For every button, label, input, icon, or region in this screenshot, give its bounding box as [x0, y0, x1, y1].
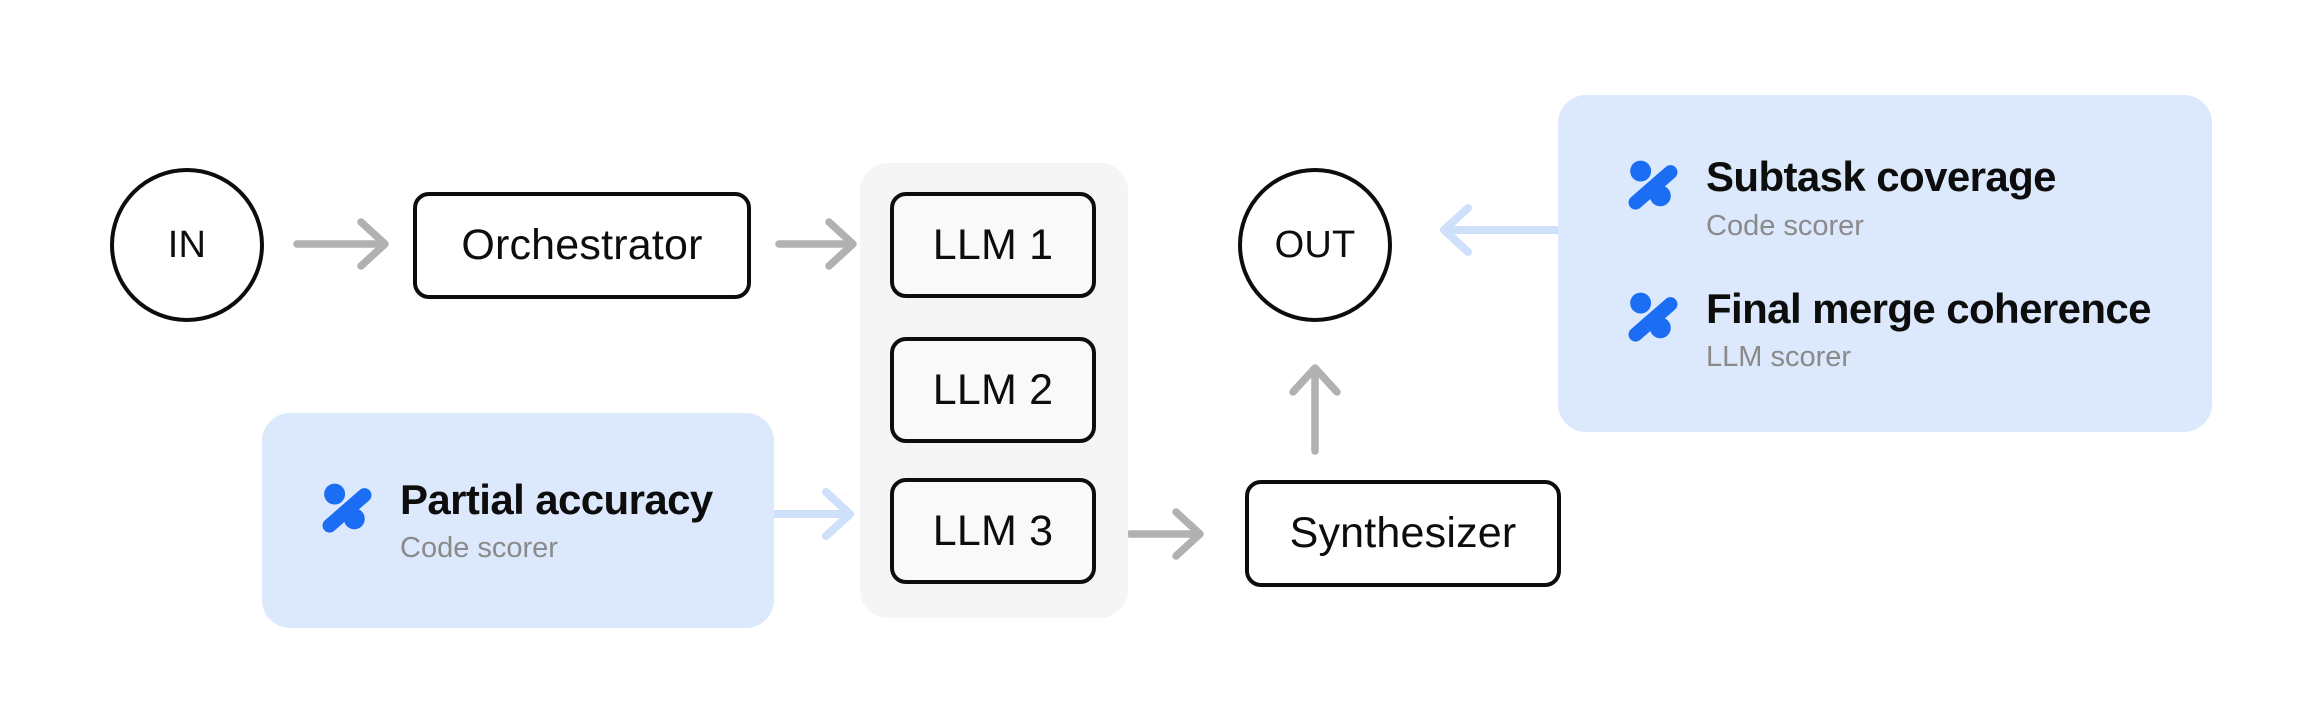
- scorer-title: Partial accuracy: [400, 475, 713, 523]
- scorer-item-subtask-coverage: Subtask coverage Code scorer: [1626, 153, 2212, 242]
- node-out: OUT: [1238, 168, 1392, 322]
- arrow-in-to-orchestrator: [293, 218, 389, 270]
- node-llm-3-label: LLM 3: [932, 506, 1054, 555]
- node-llm-2-label: LLM 2: [932, 365, 1054, 414]
- scorer-title: Subtask coverage: [1706, 153, 2057, 201]
- arrow-scorers-to-out: [1440, 204, 1562, 256]
- node-in: IN: [110, 168, 264, 322]
- callout-partial-accuracy: Partial accuracy Code scorer: [262, 413, 774, 628]
- percent-scorer-icon: [1628, 292, 1678, 342]
- arrow-llm3-to-synthesizer: [1126, 508, 1204, 560]
- node-in-label: IN: [167, 223, 207, 266]
- scorer-title: Final merge coherence: [1706, 284, 2152, 332]
- node-llm-1: LLM 1: [890, 192, 1096, 298]
- arrow-orchestrator-to-llms: [775, 218, 857, 270]
- scorer-subtitle: LLM scorer: [1706, 340, 1852, 373]
- node-llm-2: LLM 2: [890, 337, 1096, 443]
- scorer-text: Partial accuracy Code scorer: [400, 476, 713, 565]
- node-orchestrator-label: Orchestrator: [461, 221, 703, 269]
- arrow-synthesizer-to-out: [1289, 364, 1341, 455]
- scorer-text: Subtask coverage Code scorer: [1706, 153, 2057, 242]
- scorer-item-final-merge-coherence: Final merge coherence LLM scorer: [1626, 285, 2212, 374]
- node-orchestrator: Orchestrator: [413, 192, 751, 299]
- scorer-subtitle: Code scorer: [400, 532, 558, 565]
- node-llm-3: LLM 3: [890, 478, 1096, 584]
- scorer-text: Final merge coherence LLM scorer: [1706, 284, 2152, 374]
- node-out-label: OUT: [1274, 223, 1356, 266]
- callout-output-scorers: Subtask coverage Code scorer Final merge…: [1558, 95, 2212, 432]
- node-synthesizer: Synthesizer: [1245, 480, 1561, 587]
- node-llm-1-label: LLM 1: [932, 220, 1054, 269]
- arrow-partial-accuracy-to-llm3: [771, 488, 854, 540]
- node-synthesizer-label: Synthesizer: [1289, 509, 1517, 557]
- percent-scorer-icon: [1628, 160, 1678, 210]
- scorer-item-partial-accuracy: Partial accuracy Code scorer: [320, 476, 774, 565]
- percent-scorer-icon: [322, 483, 372, 533]
- scorer-subtitle: Code scorer: [1706, 209, 1864, 242]
